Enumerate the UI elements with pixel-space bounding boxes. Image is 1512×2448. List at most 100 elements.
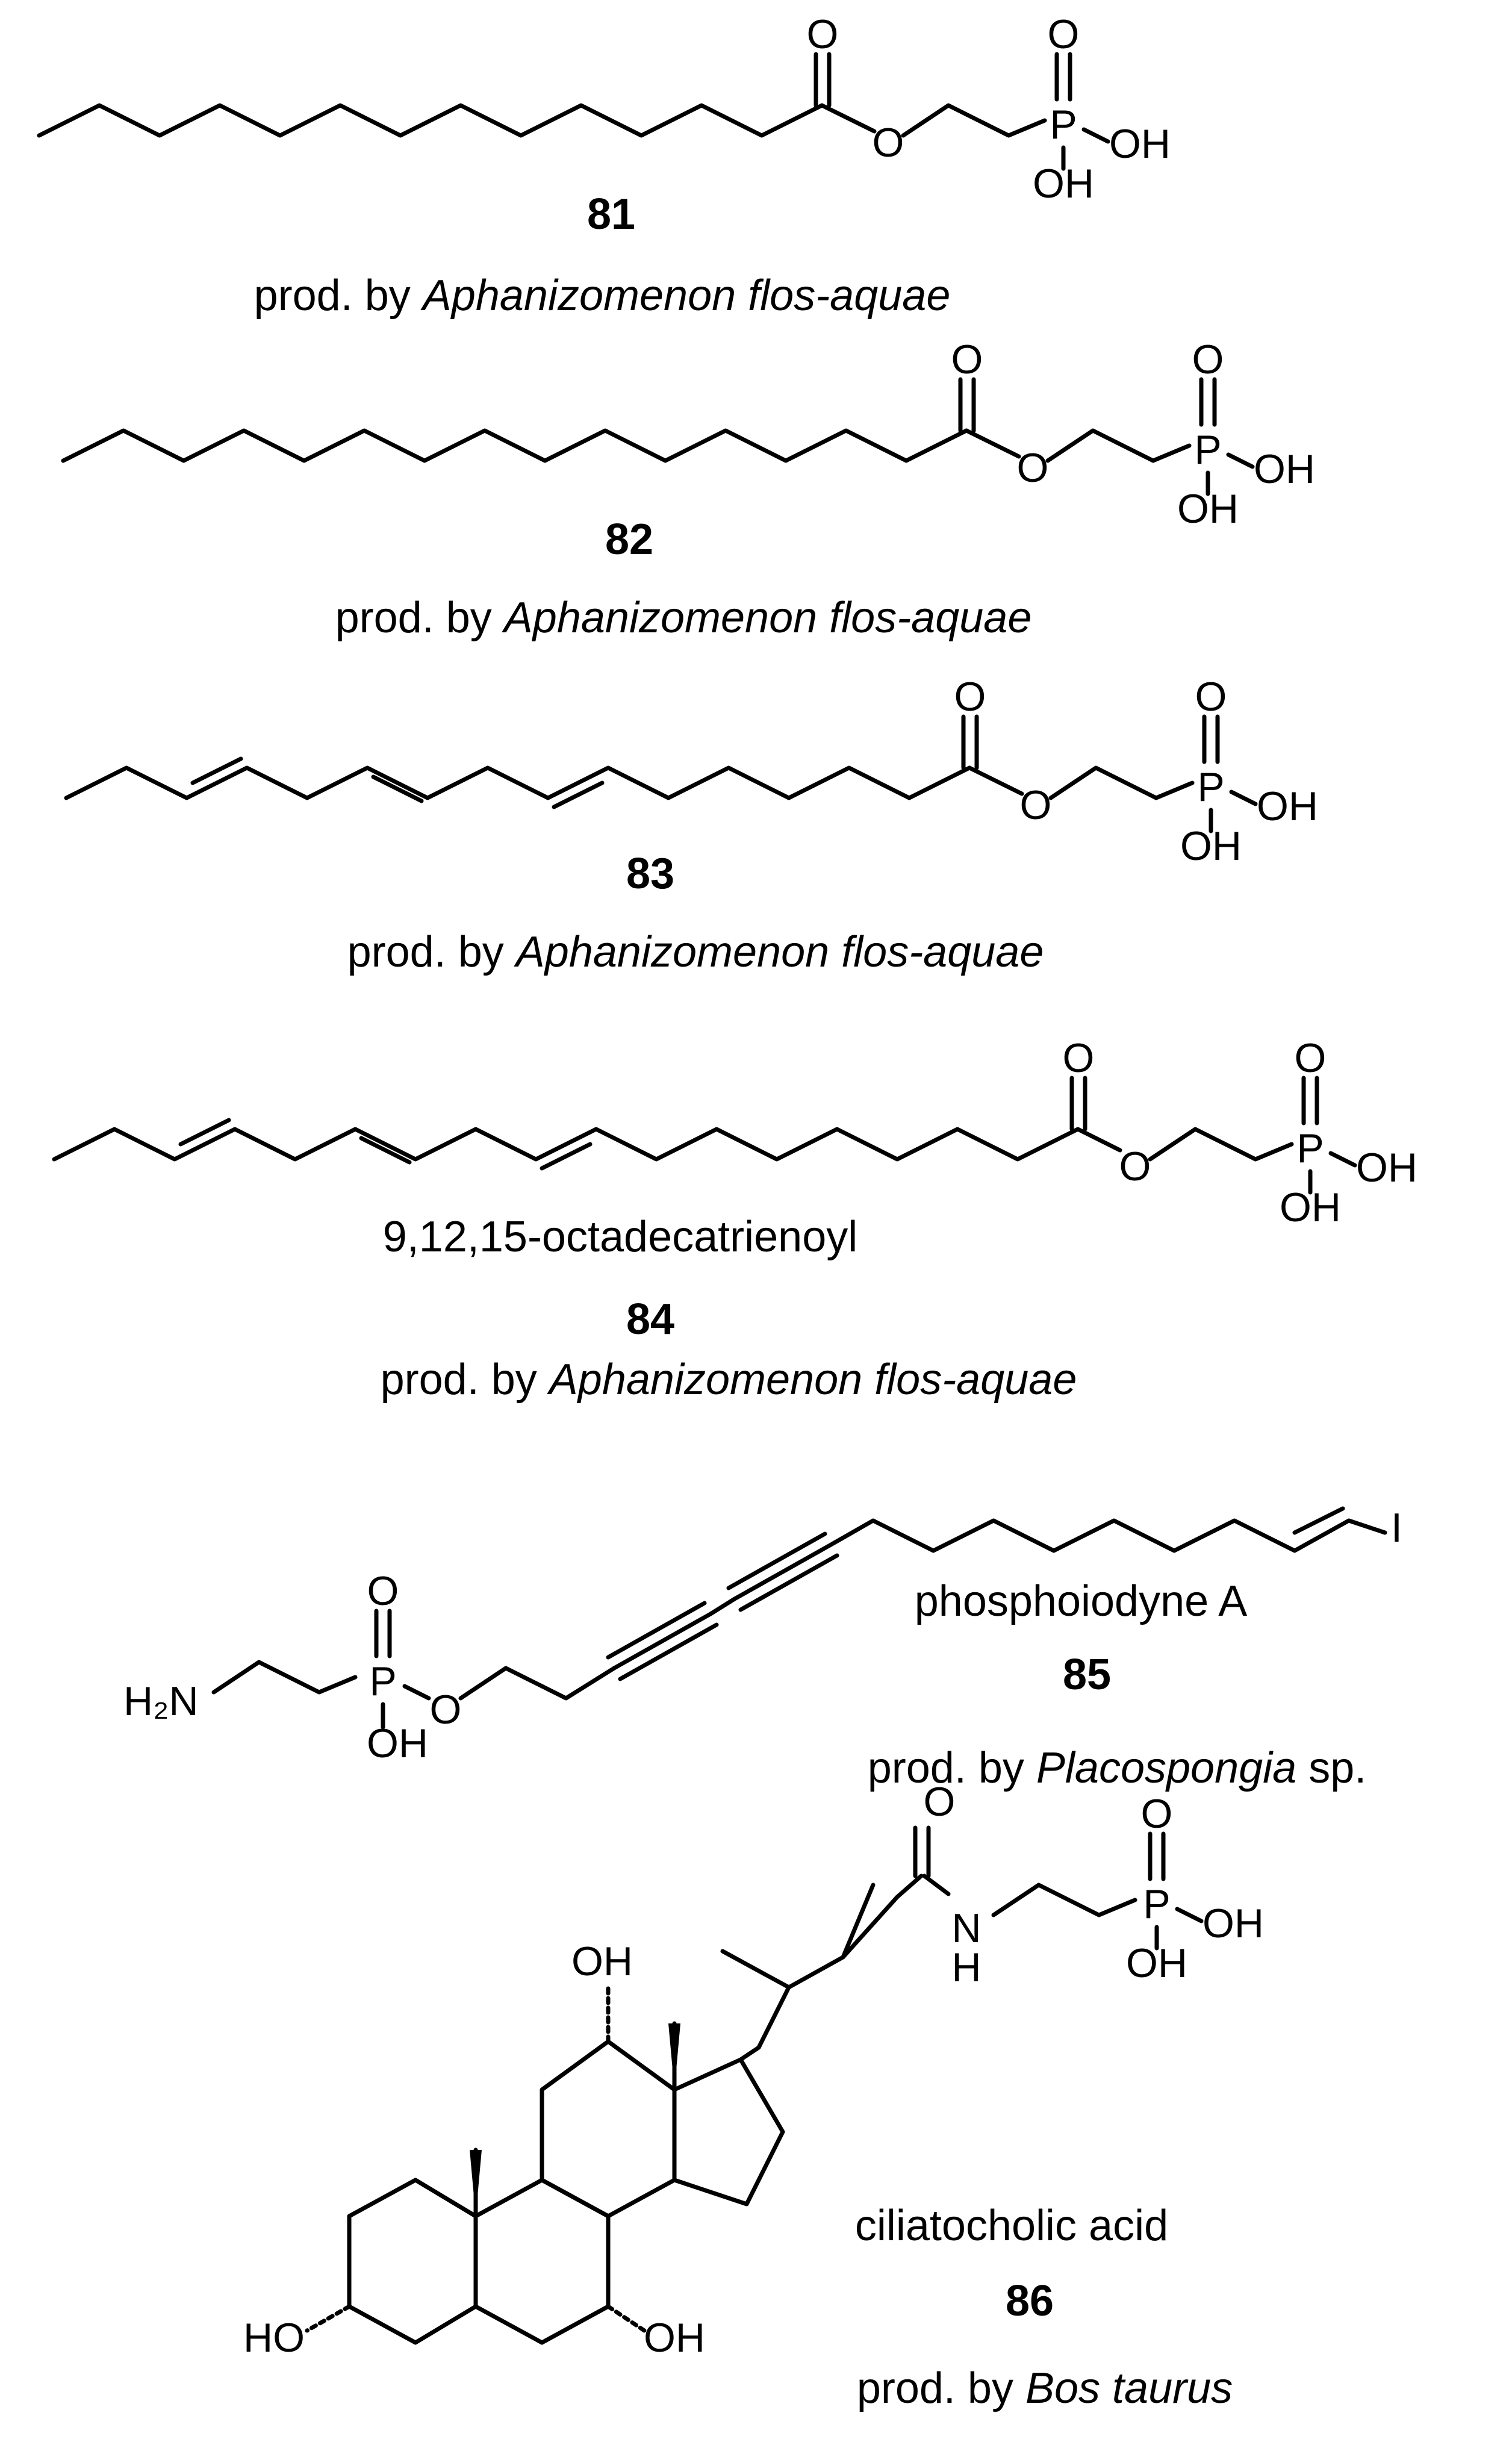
phosphorus: P [369, 1658, 396, 1704]
source-label: prod. by Bos taurus [857, 2364, 1233, 2412]
ring-d [672, 2057, 785, 2207]
alkyne-1 [612, 1612, 713, 1671]
organism-name: Aphanizomenon flos-aquae [502, 594, 1032, 642]
ethylene-bridge [1048, 765, 1195, 800]
carbonyl-oxygen: O [807, 11, 839, 57]
ester-bond [964, 428, 1021, 459]
methyl-branch [720, 1949, 791, 1990]
source-label: prod. by Aphanizomenon flos-aquae [335, 594, 1032, 642]
phosphoryl-oxygen: O [1048, 11, 1080, 57]
hydroxyl-1: OH [1109, 121, 1171, 167]
source-prefix: prod. by [335, 594, 492, 642]
phosphorus: P [1197, 764, 1224, 810]
p-oh-bond [1175, 1907, 1204, 1923]
ester-bond [967, 765, 1024, 796]
source-label: prod. by Aphanizomenon flos-aquae [381, 1356, 1077, 1404]
phosphoryl-oxygen: O [1195, 674, 1227, 720]
alkene-1-second-bond [190, 756, 243, 785]
compound-name: 9,12,15-octadecatrienoyl [383, 1213, 858, 1261]
acyl-chain [61, 428, 969, 463]
acyl-chain [52, 1127, 1122, 1162]
amine-group: H₂N [123, 1678, 199, 1724]
c3-oh-hash [305, 2304, 352, 2333]
compound-83: O O O P OH OH 83 prod. by Aphanizomenon … [64, 674, 1318, 976]
source-prefix: prod. by [857, 2364, 1013, 2412]
alkene-3-second-bond [540, 1142, 593, 1171]
compound-number: 85 [1063, 1651, 1111, 1699]
source-prefix: prod. by [381, 1356, 537, 1404]
hydroxyl-c7: OH [644, 2315, 705, 2361]
ester-oxygen: O [1119, 1144, 1151, 1189]
alkyne-2-b [726, 1531, 827, 1590]
side-chain-b [841, 1883, 876, 1960]
ring-b [473, 2178, 611, 2345]
phosphorus: P [1194, 427, 1221, 473]
vinyl-second-bond [1292, 1506, 1345, 1535]
compound-86: O N H O P OH OH OH HO OH ciliatocholic a… [243, 1779, 1264, 2412]
hydroxyl-1: OH [1356, 1145, 1417, 1191]
compound-85: H₂N O P OH O I phosphoiodyne A 85 prod. … [123, 1505, 1402, 1792]
acyl-chain [37, 103, 824, 138]
hydroxyl-2: OH [1280, 1185, 1341, 1230]
phosphoryl-oxygen: O [367, 1568, 399, 1614]
organism-suffix: sp. [1308, 1744, 1366, 1792]
phosphoryl-oxygen: O [1295, 1035, 1327, 1081]
carbonyl-oxygen: O [954, 674, 986, 720]
ethylene-bridge [1045, 428, 1192, 463]
ester-oxygen: O [1020, 782, 1052, 828]
compound-81: O O O P OH OH 81 prod. by Aphanizomenon … [37, 11, 1171, 320]
compound-number: 86 [1006, 2277, 1054, 2325]
phosphorus: P [1296, 1126, 1324, 1171]
p-oh-bond [1226, 452, 1255, 469]
ab-fusion [413, 2178, 478, 2219]
p-o-ester-bond [402, 1684, 431, 1701]
source-label: prod. by Placospongia sp. [868, 1744, 1367, 1792]
iodine: I [1391, 1505, 1402, 1551]
hydroxyl-2: OH [1177, 486, 1239, 532]
source-prefix: prod. by [254, 272, 411, 320]
compound-name: phosphoiodyne A [915, 1577, 1247, 1625]
hydroxyl-1: OH [1257, 783, 1318, 829]
p-oh-bond [1229, 790, 1258, 806]
taurine-chain [991, 1883, 1137, 1917]
carbonyl-oxygen: O [1063, 1035, 1095, 1081]
hydroxyl-1: OH [1254, 446, 1315, 492]
c7-oh-hash [606, 2304, 647, 2333]
organism-name: Aphanizomenon flos-aquae [420, 272, 951, 320]
organism-name: Bos taurus [1025, 2364, 1233, 2412]
compound-number: 82 [605, 515, 653, 564]
side-chain [756, 1873, 924, 2050]
ethylene-bridge [901, 103, 1047, 138]
organism-name: Aphanizomenon flos-aquae [514, 928, 1044, 976]
ester-bond [820, 103, 877, 134]
source-prefix: prod. by [868, 1744, 1024, 1792]
carbonyl-oxygen: O [951, 337, 983, 382]
alkene-3-second-bond [552, 780, 605, 809]
diyne-link [708, 1596, 737, 1616]
ethylene-bridge [1148, 1127, 1294, 1162]
hydroxyl-1: OH [1202, 1901, 1264, 1946]
p-oh-bond [1081, 127, 1110, 144]
hydroxyl-2: OH [1033, 161, 1094, 207]
amide-nitrogen: N [951, 1905, 981, 1951]
alkyne-2-c [738, 1553, 839, 1612]
oxy-chain [458, 1666, 617, 1701]
alkyl-chain [829, 1518, 1387, 1553]
compound-84: O O O P OH OH 9,12,15-octadecatrienoyl 8… [52, 1035, 1417, 1404]
compound-name: ciliatocholic acid [855, 2202, 1168, 2250]
source-prefix: prod. by [347, 928, 504, 976]
hydroxyl-2: OH [1180, 823, 1242, 869]
phosphorus: P [1143, 1881, 1170, 1927]
hydroxyl: OH [367, 1721, 428, 1766]
alkene-1-second-bond [178, 1118, 231, 1147]
c18-wedge [668, 2023, 680, 2090]
c19-wedge [470, 2150, 482, 2216]
source-label: prod. by Aphanizomenon flos-aquae [254, 272, 951, 320]
hydroxyl-2: OH [1126, 1940, 1187, 1986]
phosphorus: P [1050, 102, 1077, 148]
amide-bond [922, 1873, 951, 1896]
alkyne-2 [732, 1542, 833, 1601]
hydroxyl-c12: OH [571, 1939, 633, 1984]
